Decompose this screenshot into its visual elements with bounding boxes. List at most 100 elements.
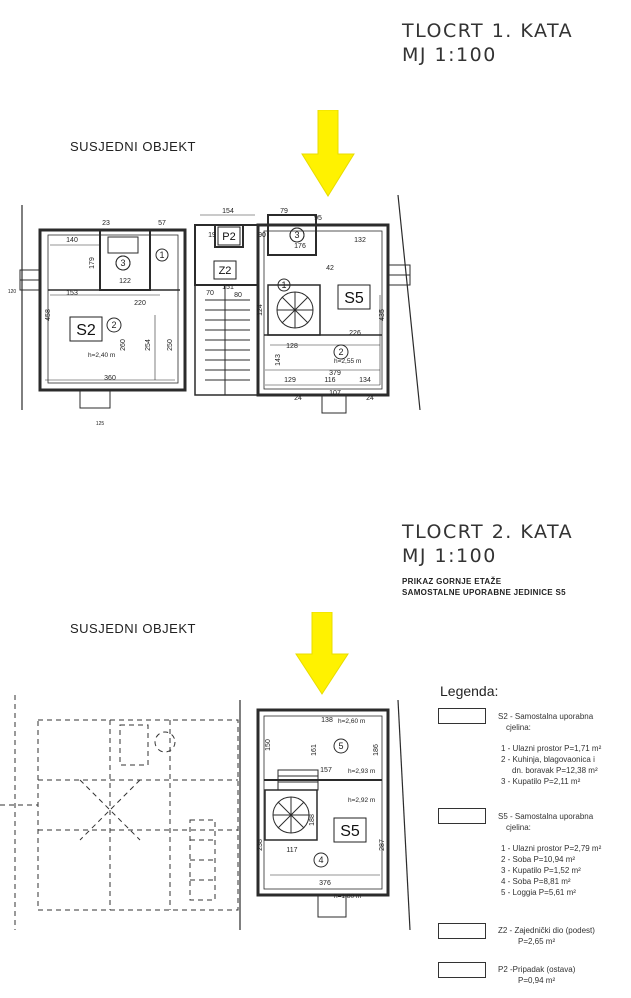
legend-s5-title: S5 - Samostalna uporabna xyxy=(498,812,594,821)
floor2-note-line2: SAMOSTALNE UPORABNE JEDINICE S5 xyxy=(402,588,566,597)
dim-458: 458 xyxy=(45,309,52,321)
legend-s5-item-3: 3 - Kupatilo P=1,52 m² xyxy=(501,866,581,875)
dim-80: 80 xyxy=(234,292,242,299)
dim-90: 90 xyxy=(258,232,266,239)
floor2-room-5: 5 xyxy=(338,741,343,751)
floor2-plan: 5 4 S5 h=2,60 m h=2,93 m h=2,92 m h=1,80… xyxy=(0,695,411,931)
legend-s2-sub: cjelina: xyxy=(506,723,531,732)
floor2-arrow-icon xyxy=(295,612,349,695)
legend-s5-item-4: 4 - Soba P=8,81 m² xyxy=(501,877,571,886)
dim-128: 128 xyxy=(286,343,298,350)
floor1-height-s5: h=2,55 m xyxy=(334,358,361,365)
floor2-unit-s5: S5 xyxy=(340,823,360,840)
dim-57: 57 xyxy=(158,220,166,227)
legend-p2: P2 -Pripadak (ostava) P=0,94 m² xyxy=(498,964,575,986)
legend: Legenda: S2 - Samostalna uporabna cjelin… xyxy=(432,680,631,998)
dim-379: 379 xyxy=(329,370,341,377)
dim-107: 107 xyxy=(329,390,341,397)
dim2-188: 188 xyxy=(309,814,316,826)
floor2-height-293: h=2,93 m xyxy=(348,768,375,775)
legend-s5-item-2: 2 - Soba P=10,94 m² xyxy=(501,855,576,864)
dim-19: 19 xyxy=(208,232,216,239)
legend-s2-item-1: 1 - Ulazni prostor P=1,71 m² xyxy=(501,744,602,753)
dim2-117: 117 xyxy=(286,847,297,854)
dim-143: 143 xyxy=(275,354,282,366)
floor2-neighbor-label: SUSJEDNI OBJEKT xyxy=(70,621,196,636)
legend-swatch-p2 xyxy=(438,962,486,978)
floor1-room-s5-1: 1 xyxy=(281,280,286,290)
dim-260: 260 xyxy=(120,339,127,351)
floor1-height-s2: h=2,40 m xyxy=(88,352,115,359)
floor1-room-s5-2: 2 xyxy=(338,347,343,357)
floor1-room-s5-3: 3 xyxy=(294,230,299,240)
floor2-height-260: h=2,60 m xyxy=(338,718,365,725)
dim2-238: 238 xyxy=(257,839,264,851)
legend-swatch-z2 xyxy=(438,923,486,939)
dim-132: 132 xyxy=(354,237,366,244)
dim-176: 176 xyxy=(294,243,306,250)
dim-250: 250 xyxy=(167,339,174,351)
dim-24b: 24 xyxy=(366,395,374,402)
floor2-height-180: h=1,80 m xyxy=(334,893,361,900)
dim-140: 140 xyxy=(66,237,78,244)
floor2-scale: MJ 1:100 xyxy=(402,545,497,567)
floor1-arrow-icon xyxy=(301,110,355,197)
dim-95: 95 xyxy=(314,215,322,222)
dim-116: 116 xyxy=(324,377,335,384)
dim2-157: 157 xyxy=(320,767,332,774)
dim2-287: 287 xyxy=(379,839,386,851)
floor1-scale: MJ 1:100 xyxy=(402,44,497,66)
floor2-title: TLOCRT 2. KATA MJ 1:100 xyxy=(402,520,573,568)
legend-s2: S2 - Samostalna uporabna cjelina: 1 - Ul… xyxy=(498,711,601,787)
dim-120: 120 xyxy=(8,289,17,295)
legend-z2-area: P=2,65 m² xyxy=(518,937,556,946)
legend-s5-item-5: 5 - Loggia P=5,61 m² xyxy=(501,888,576,897)
floor1-room-s2-1: 1 xyxy=(159,250,164,260)
legend-z2: Z2 - Zajednički dio (podest) P=2,65 m² xyxy=(498,925,595,947)
floor1-plan: 2 3 1 2 3 1 S2 S5 P2 Z2 h=2,40 m h=2,55 … xyxy=(8,194,421,427)
legend-s2-item-2a: 2 - Kuhinja, blagovaonica i xyxy=(501,755,595,764)
legend-s5-sub: cjelina: xyxy=(506,823,531,832)
dim2-186: 186 xyxy=(373,744,380,756)
floor1-room-s2-2: 2 xyxy=(111,320,116,330)
dim-435: 435 xyxy=(379,309,386,321)
floor1-neighbor-label: SUSJEDNI OBJEKT xyxy=(70,139,196,154)
dim-254: 254 xyxy=(145,339,152,351)
legend-s2-item-2b: dn. boravak P=12,38 m² xyxy=(512,766,598,775)
floor2-room-4: 4 xyxy=(318,855,323,865)
dim-154: 154 xyxy=(222,208,234,215)
floor1-unit-s5: S5 xyxy=(344,290,364,307)
floor2-height-292: h=2,92 m xyxy=(348,797,375,804)
floor2-note: PRIKAZ GORNJE ETAŽE SAMOSTALNE UPORABNE … xyxy=(402,576,566,598)
dim-79: 79 xyxy=(280,208,288,215)
dim-42: 42 xyxy=(326,265,334,272)
floor1-title-line1: TLOCRT 1. KATA xyxy=(402,20,574,42)
dim-226: 226 xyxy=(349,330,361,337)
dim-220: 220 xyxy=(134,300,146,307)
dim-125: 125 xyxy=(96,421,105,427)
legend-s2-item-3: 3 - Kupatilo P=2,11 m² xyxy=(501,777,581,786)
dim-23: 23 xyxy=(102,220,110,227)
floor1-unit-p2: P2 xyxy=(222,231,235,243)
dim-179: 179 xyxy=(89,257,96,269)
legend-swatch-s2 xyxy=(438,708,486,724)
dim2-150: 150 xyxy=(265,739,272,751)
dim2-138: 138 xyxy=(321,717,333,724)
dim2-161: 161 xyxy=(311,744,318,756)
dim2-376: 376 xyxy=(319,880,331,887)
legend-z2-title: Z2 - Zajednički dio (podest) xyxy=(498,926,595,935)
dim-134: 134 xyxy=(359,377,371,384)
floor2-note-line1: PRIKAZ GORNJE ETAŽE xyxy=(402,577,502,586)
legend-swatch-s5 xyxy=(438,808,486,824)
dim-153: 153 xyxy=(66,290,78,297)
floor1-room-s2-3: 3 xyxy=(120,258,125,268)
floor1-title: TLOCRT 1. KATA MJ 1:100 xyxy=(402,19,573,67)
legend-s2-title: S2 - Samostalna uporabna xyxy=(498,712,594,721)
dim-124: 124 xyxy=(257,304,264,316)
legend-s5-item-1: 1 - Ulazni prostor P=2,79 m² xyxy=(501,844,602,853)
dim-70: 70 xyxy=(206,290,214,297)
legend-title: Legenda: xyxy=(440,683,499,699)
dim-360: 360 xyxy=(104,375,116,382)
dim-24: 24 xyxy=(294,395,302,402)
floor1-unit-z2: Z2 xyxy=(219,265,232,277)
